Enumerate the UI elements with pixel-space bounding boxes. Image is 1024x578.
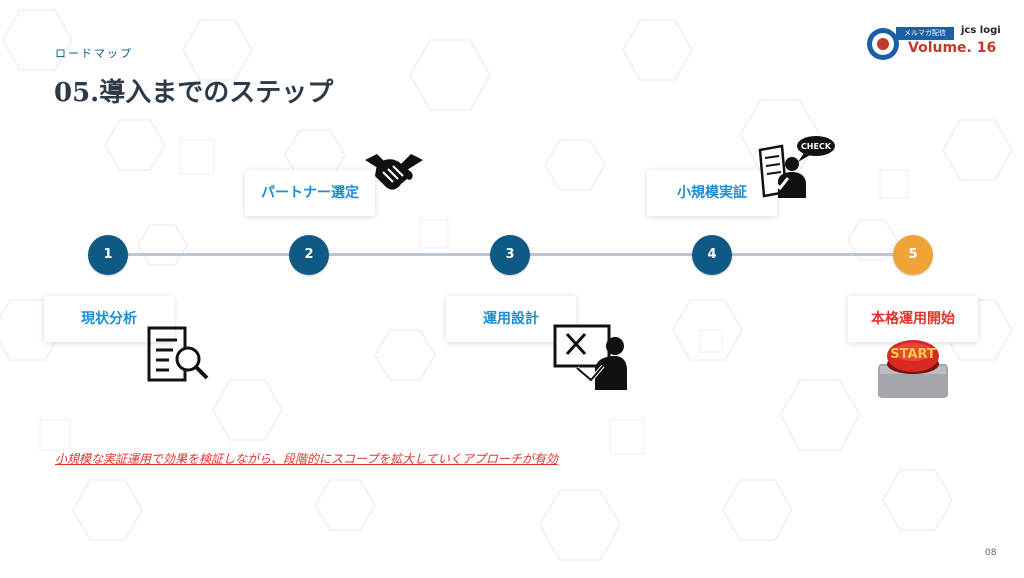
- step-marker-1: 1: [88, 235, 128, 275]
- target-icon: [867, 28, 899, 60]
- page-title: 05.導入までのステップ: [54, 78, 334, 108]
- step-card-analysis: 現状分析: [44, 296, 174, 342]
- page-subtitle: ロードマップ: [55, 47, 133, 60]
- document-search-icon: [147, 326, 209, 382]
- newsletter-logo: メルマガ配信 jcs logi Volume. 16: [866, 24, 1001, 64]
- step-marker-3: 3: [490, 235, 530, 275]
- step-marker-4: 4: [692, 235, 732, 275]
- step-marker-2: 2: [289, 235, 329, 275]
- start-button-icon: START: [878, 340, 948, 398]
- step-card-pilot: 小規模実証: [647, 170, 777, 216]
- design-board-person-icon: [553, 324, 627, 390]
- volume-label: Volume. 16: [908, 40, 997, 56]
- step-card-partner: パートナー選定: [245, 170, 375, 216]
- brand-name: jcs logi: [961, 25, 1001, 36]
- step-card-launch: 本格運用開始: [848, 296, 978, 342]
- start-label: START: [890, 347, 936, 362]
- step-marker-5: 5: [893, 235, 933, 275]
- approach-note: 小規模な実証運用で効果を検証しながら、段階的にスコープを拡大していくアプローチが…: [55, 452, 558, 466]
- handshake-icon: [365, 154, 423, 190]
- check-badge-text: CHECK: [801, 142, 832, 151]
- newsletter-tag: メルマガ配信: [896, 27, 954, 40]
- checklist-person-icon: CHECK: [758, 136, 835, 198]
- page-number: 08: [985, 548, 997, 558]
